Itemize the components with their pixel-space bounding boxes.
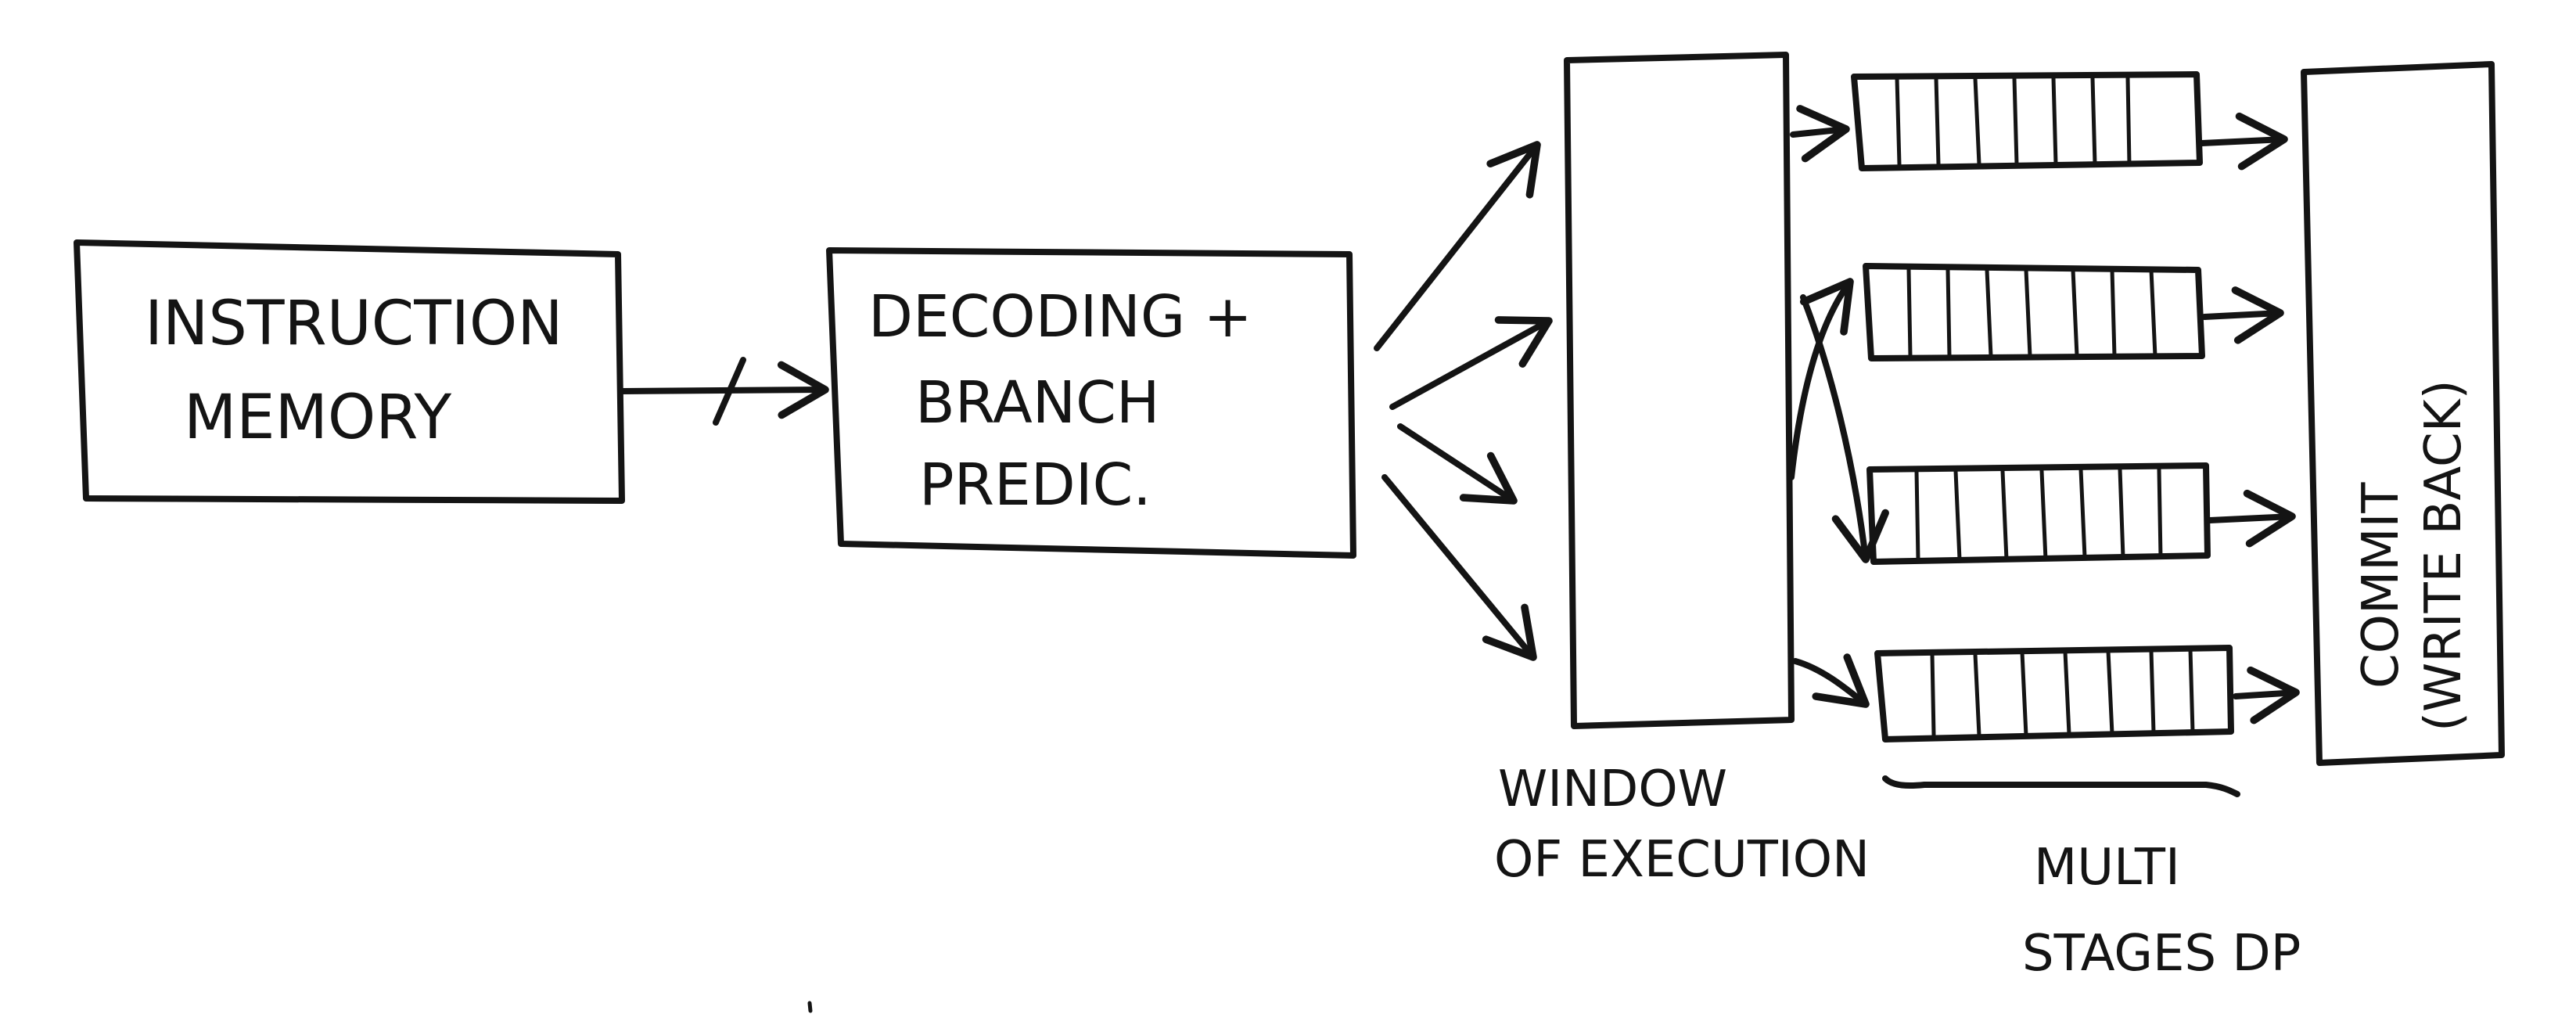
- pipeline-4-stage-divider: [1973, 652, 1981, 738]
- pipeline-3-stage-divider: [2039, 469, 2048, 562]
- pipeline-3-box: [1866, 462, 2211, 565]
- pipeline-1-stage-divider: [1934, 76, 1941, 167]
- writeback-arrow-2: [2201, 286, 2284, 344]
- pipeline-4-stage-divider: [2149, 649, 2156, 735]
- issue-arrow-2: [1788, 278, 1854, 480]
- decode-label-1: DECODING +: [868, 283, 1252, 351]
- pipeline-4-stage-divider: [2188, 647, 2195, 735]
- pipeline-1-stage-divider: [1895, 76, 1902, 167]
- dispatch-arrow-4: [1381, 474, 1537, 661]
- pipeline-4: [1874, 645, 2234, 743]
- pipeline-1: [1851, 71, 2203, 171]
- pipeline-2-stage-divider: [1945, 268, 1952, 358]
- pipeline-3-stage-divider: [2000, 469, 2009, 562]
- pipeline-4-stage-divider: [2106, 649, 2114, 736]
- commit-label-1: COMMIT: [2352, 482, 2410, 689]
- pipeline-3-stage-divider: [1914, 469, 1920, 562]
- pipeline-1-stage-divider: [2090, 76, 2097, 167]
- writeback-arrow-3: [2207, 489, 2296, 548]
- fetch-arrow-line: [619, 361, 829, 419]
- writeback-arrow-4: [2233, 666, 2300, 725]
- dispatch-arrow-3: [1397, 423, 1518, 505]
- pipeline-2-stage-divider: [2071, 268, 2079, 358]
- pipelines-label-1: MULTI: [2034, 839, 2180, 897]
- commit-label-2: (WRITE BACK): [2415, 379, 2473, 732]
- pipeline-2-stage-divider: [2149, 268, 2157, 358]
- pipeline-3: [1866, 462, 2211, 565]
- fetch-arrow: [619, 357, 829, 426]
- pipeline-3-stage-divider: [2078, 467, 2087, 559]
- execution-window-box: [1564, 52, 1795, 729]
- pipelines-brace: [1882, 775, 2240, 797]
- instruction-memory-box: [74, 239, 625, 504]
- instruction-memory-label-2: MEMORY: [184, 383, 451, 453]
- pipeline-1-stage-divider: [2051, 76, 2058, 167]
- commit-box: [2301, 61, 2505, 766]
- pipeline-2-box: [1863, 263, 2205, 361]
- issue-arrow-4: [1792, 653, 1870, 708]
- pipeline-2-stage-divider: [1906, 268, 1913, 358]
- pipelines-label-2: STAGES DP: [2022, 925, 2301, 983]
- pipeline-4-stage-divider: [2020, 650, 2028, 738]
- decode-box: [826, 247, 1356, 559]
- pipeline-3-stage-divider: [1953, 469, 1962, 562]
- pipeline-3-stage-divider: [2118, 467, 2125, 559]
- dispatch-arrows: [1374, 141, 1553, 661]
- fetch-bus-slash: [713, 357, 746, 426]
- instruction-memory-label-1: INSTRUCTION: [145, 289, 563, 359]
- commit-block: COMMIT (WRITE BACK): [2301, 61, 2505, 766]
- pipeline-3-stage-divider: [2157, 467, 2163, 559]
- pipeline-1-stage-divider: [2012, 76, 2019, 167]
- execution-window-label-1: WINDOW: [1498, 760, 1727, 818]
- pipeline-1-stage-divider: [2125, 76, 2132, 167]
- issue-arrow-3: [1800, 294, 1889, 563]
- issue-arrows: [1788, 105, 1889, 708]
- dispatch-arrow-1: [1374, 141, 1541, 351]
- pipeline-2: [1863, 263, 2205, 361]
- decode-label-2: BRANCH: [915, 369, 1159, 437]
- pipeline-4-stage-divider: [1930, 652, 1936, 738]
- dispatch-arrow-2: [1389, 316, 1553, 410]
- decode-label-3: PREDIC.: [919, 451, 1151, 519]
- pipeline-2-stage-divider: [2110, 268, 2117, 358]
- instruction-memory-block: INSTRUCTION MEMORY: [74, 239, 625, 504]
- execution-window-block: WINDOW OF EXECUTION: [1494, 52, 1870, 889]
- pipeline-2-stage-divider: [2024, 268, 2032, 358]
- issue-arrow-1: [1790, 105, 1850, 163]
- pipeline-1-stage-divider: [1973, 76, 1981, 167]
- writeback-arrows: [2199, 112, 2300, 725]
- pipeline-4-stage-divider: [2063, 649, 2071, 736]
- execution-window-label-2: OF EXECUTION: [1494, 831, 1870, 889]
- pipeline-1-box: [1851, 71, 2203, 171]
- writeback-arrow-1: [2199, 112, 2288, 171]
- pipeline-2-stage-divider: [1985, 268, 1993, 358]
- decode-block: DECODING + BRANCH PREDIC.: [826, 247, 1356, 559]
- pipeline-4-box: [1874, 645, 2234, 743]
